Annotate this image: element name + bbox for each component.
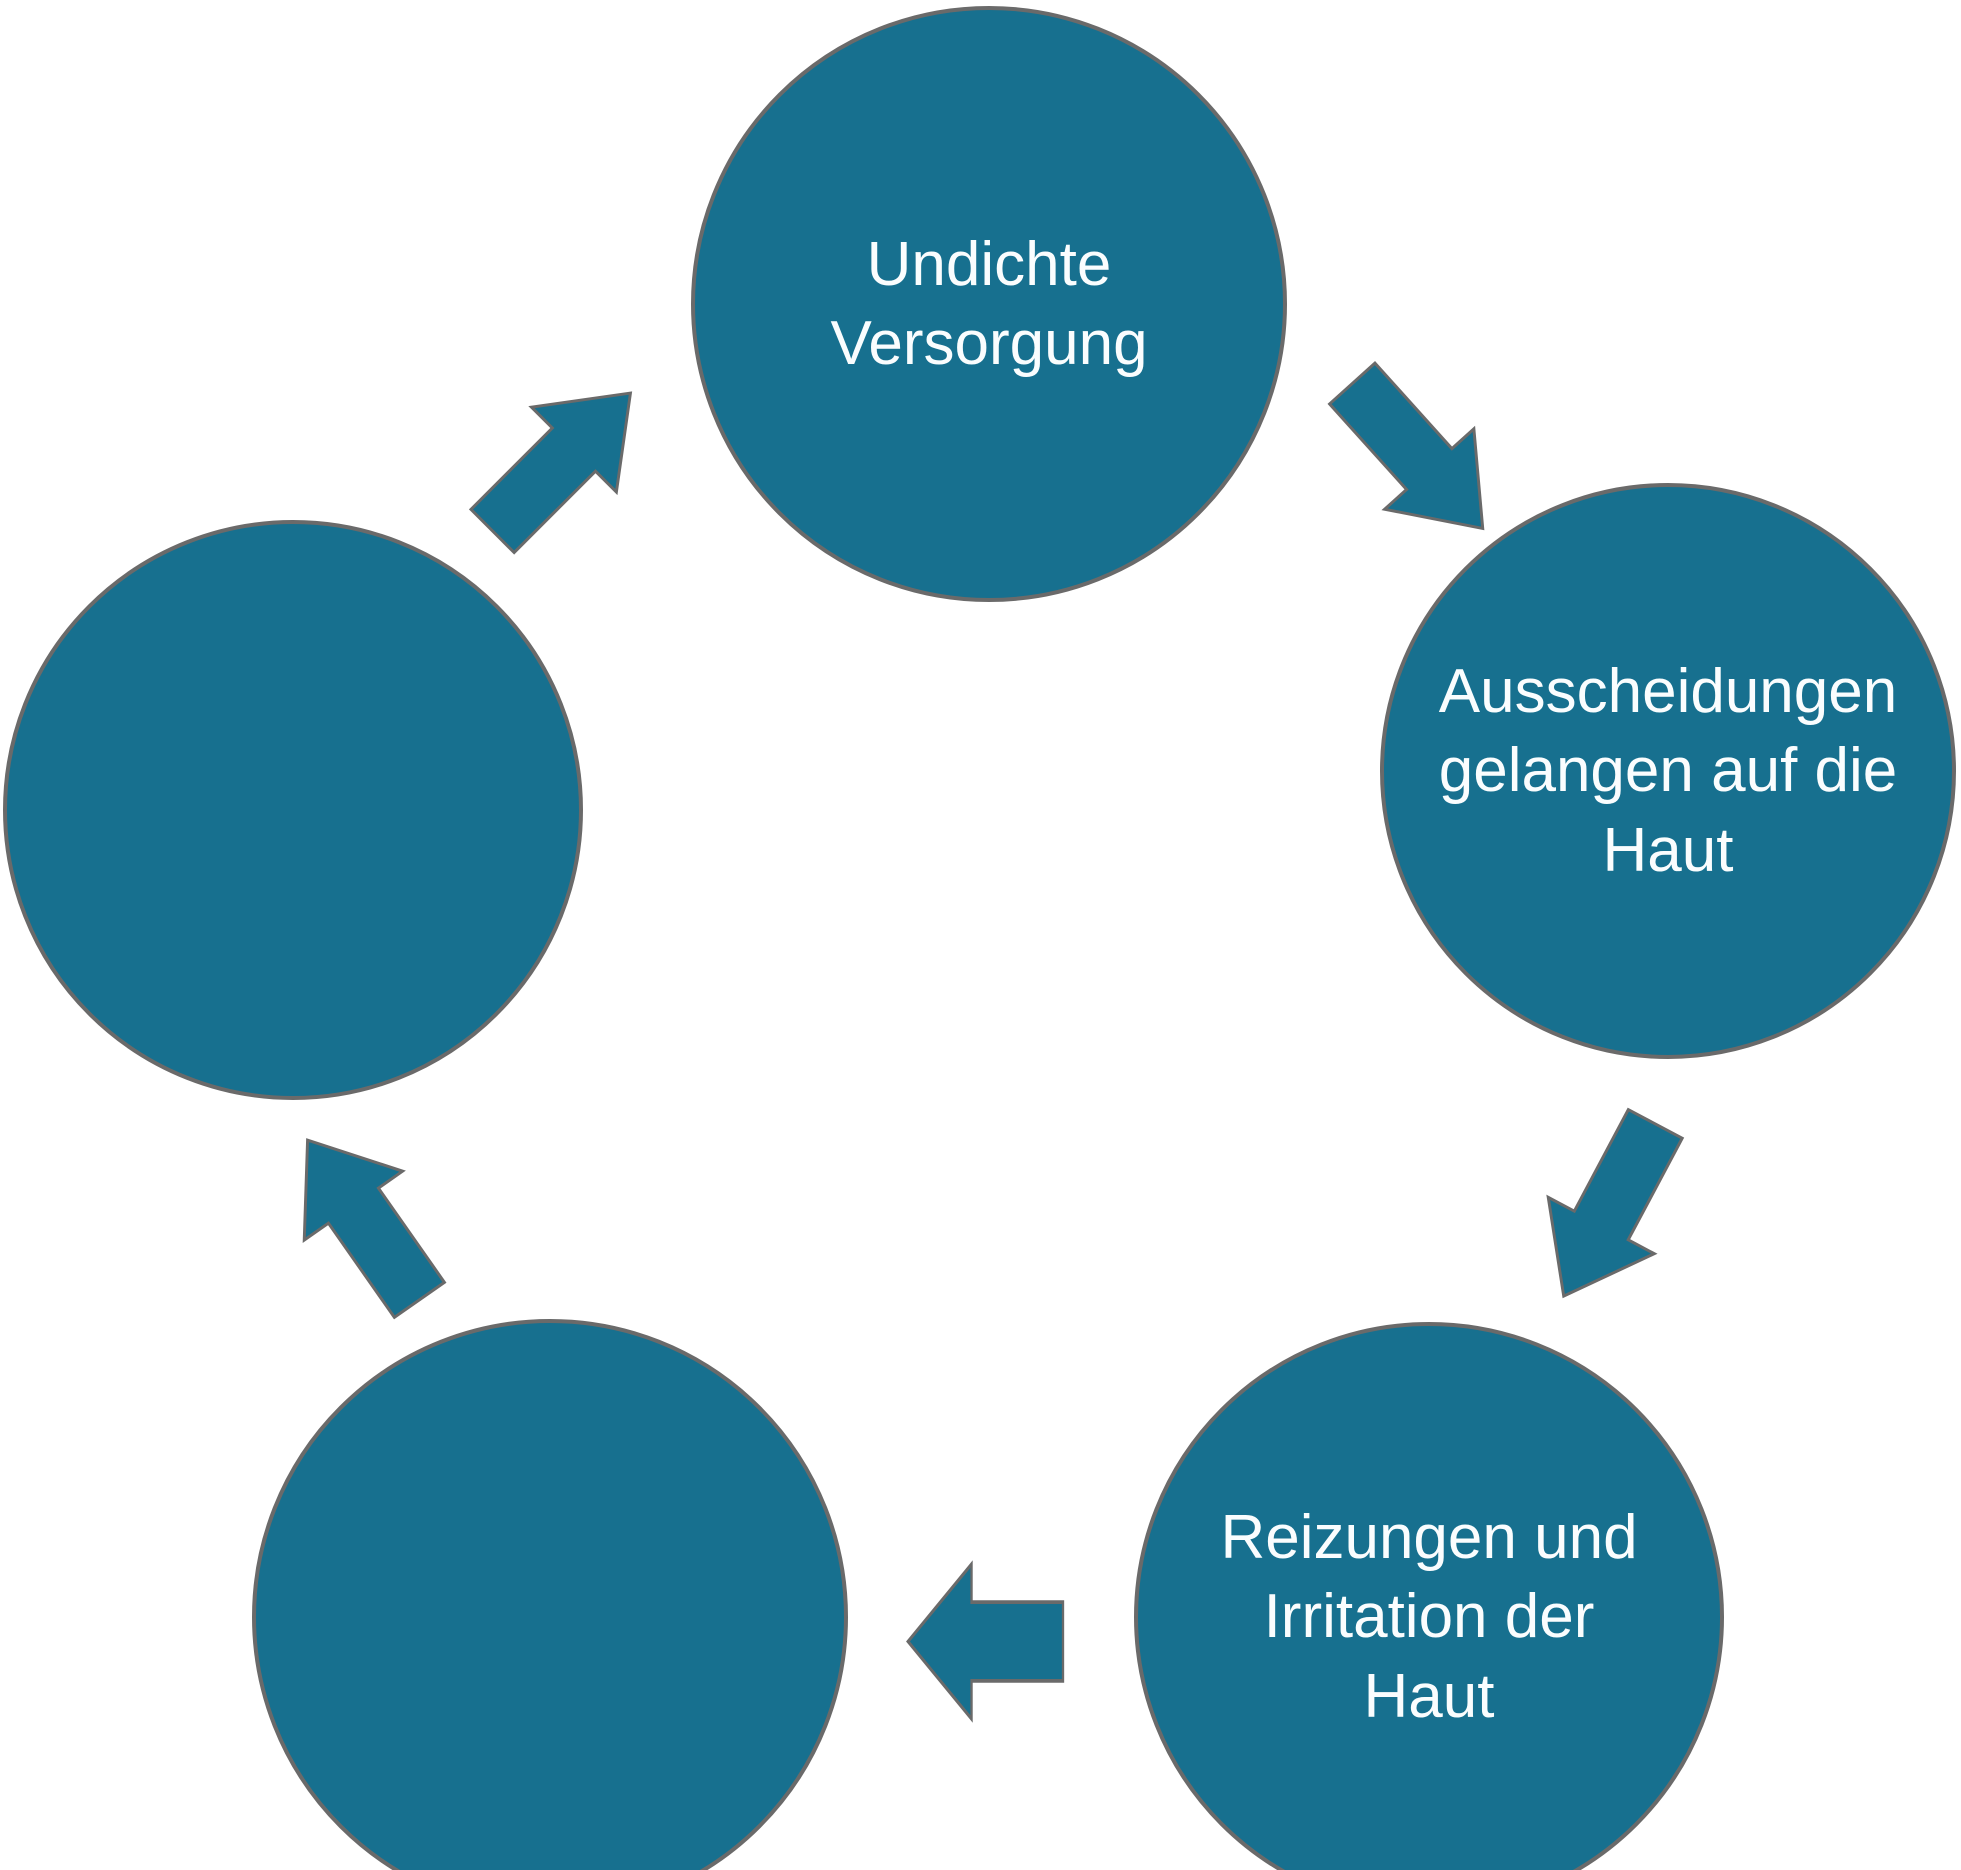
cycle-node-bottom-right-label: Reizungen und Irritation der Haut — [1220, 1502, 1638, 1731]
cycle-arrow-top-to-right-icon — [1327, 361, 1485, 531]
cycle-node-right-label: Ausscheidungen gelangen auf die Haut — [1438, 656, 1898, 885]
cycle-node-left — [3, 520, 583, 1100]
cycle-node-right: Ausscheidungen gelangen auf die Haut — [1380, 483, 1956, 1059]
cycle-arrow-right-to-bottom-icon — [1546, 1107, 1685, 1299]
cycle-node-bottom-left — [252, 1319, 848, 1870]
cycle-arrow-left-to-top-icon — [302, 1138, 447, 1320]
cycle-arrow-to-top-circle-icon — [468, 391, 633, 555]
cycle-node-top: Undichte Versorgung — [691, 6, 1287, 602]
cycle-node-bottom-right: Reizungen und Irritation der Haut — [1134, 1322, 1724, 1870]
cycle-arrow-bottom-to-left-icon — [906, 1560, 1065, 1723]
cycle-node-top-label: Undichte Versorgung — [830, 229, 1148, 378]
